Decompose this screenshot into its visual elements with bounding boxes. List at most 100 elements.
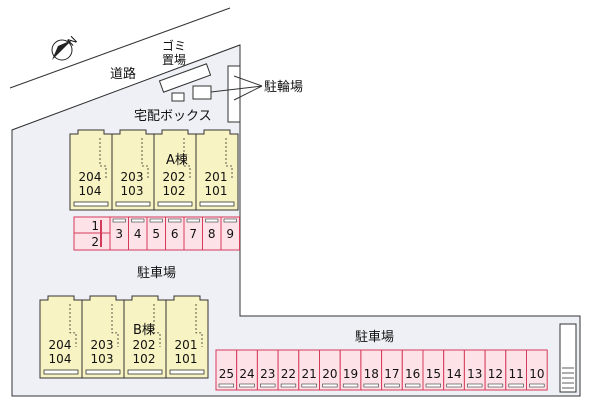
building-a-name: A棟 — [166, 153, 188, 168]
unit-balcony — [43, 369, 79, 375]
unit-divider-dashed — [141, 138, 149, 180]
parking-stall-number: 5 — [152, 227, 160, 241]
parking-stall-number: 23 — [260, 367, 275, 381]
unit-number-upper: 202 — [133, 338, 156, 352]
unit-number-lower: 104 — [49, 352, 72, 366]
unit-number-lower: 101 — [205, 184, 228, 198]
parking-stall-stop — [239, 383, 255, 388]
unit-balcony — [115, 201, 151, 207]
parking-stall-number: 1 — [91, 219, 99, 233]
unit-divider-dashed — [99, 138, 107, 180]
building-b-name: B棟 — [133, 323, 155, 338]
building-unit — [111, 129, 155, 211]
bicycle-pointer-3 — [233, 85, 263, 101]
parking-stall-number: 9 — [226, 227, 234, 241]
parking-stall — [220, 216, 240, 251]
unit-balcony — [157, 201, 193, 207]
unit-divider-dashed — [153, 304, 161, 347]
delivery-box-small — [171, 92, 185, 102]
parking-stall-number: 4 — [134, 227, 142, 241]
unit-number-upper: 203 — [121, 170, 144, 184]
parking-stall-stop — [384, 383, 400, 388]
delivery-box-large — [192, 85, 212, 100]
parking-bottom-label: 駐車場 — [355, 330, 394, 345]
unit-balcony — [169, 369, 205, 375]
parking-stall-number: 25 — [219, 367, 234, 381]
unit-number-lower: 101 — [175, 352, 198, 366]
unit-number-upper: 201 — [175, 338, 198, 352]
parking-stall-number: 14 — [446, 367, 461, 381]
parking-stall-number: 16 — [405, 367, 420, 381]
parking-stall-stop — [131, 218, 145, 223]
parking-stall-number: 21 — [302, 367, 317, 381]
parking-stall-stop — [112, 218, 126, 223]
bicycle-pointer-1 — [233, 75, 263, 87]
building-unit — [165, 295, 209, 379]
parking-center-label: 駐車場 — [137, 266, 176, 281]
road-label: 道路 — [110, 66, 136, 82]
unit-balcony — [127, 369, 163, 375]
unit-number-upper: 202 — [163, 170, 186, 184]
unit-number-lower: 103 — [121, 184, 144, 198]
building-unit — [39, 295, 83, 379]
compass-icon — [51, 39, 73, 61]
building-unit — [81, 295, 125, 379]
garbage-area — [158, 63, 212, 93]
storage-body — [559, 323, 577, 393]
unit-divider-dashed — [111, 304, 119, 347]
parking-stall-stop — [508, 383, 524, 388]
parking-stall-stop — [322, 383, 338, 388]
parking-stall — [526, 349, 548, 391]
garbage-label-line1: ゴミ — [162, 38, 186, 53]
garbage-label-line2: 置場 — [162, 53, 186, 67]
parking-stall-stop — [301, 383, 317, 388]
parking-stall-stop — [260, 383, 276, 388]
parking-stall-number: 11 — [509, 367, 524, 381]
parking-stall-number: 13 — [467, 367, 482, 381]
unit-divider-dashed — [195, 304, 203, 347]
parking-stall-stop — [425, 383, 441, 388]
bicycle-parking-label: 駐輪場 — [264, 79, 303, 95]
unit-number-lower: 103 — [91, 352, 114, 366]
parking-stall-number: 18 — [364, 367, 379, 381]
parking-stall-stop — [186, 218, 200, 223]
parking-stall-stop — [168, 218, 182, 223]
parking-stall-number: 2 — [91, 235, 99, 249]
parking-stall-number: 3 — [115, 227, 123, 241]
unit-balcony — [85, 369, 121, 375]
parking-stall-number: 24 — [239, 367, 254, 381]
unit-number-lower: 102 — [133, 352, 156, 366]
parking-stall-stop — [467, 383, 483, 388]
unit-number-upper: 204 — [79, 170, 102, 184]
bicycle-pointer-2 — [210, 85, 263, 93]
unit-divider-dashed — [225, 138, 233, 180]
parking-stall-number: 17 — [384, 367, 399, 381]
parking-stall-number: 8 — [208, 227, 216, 241]
parking-stall-stop — [280, 383, 297, 388]
parking-stall-number: 22 — [281, 367, 296, 381]
unit-balcony — [73, 201, 109, 207]
parking-stall-number: 15 — [426, 367, 441, 381]
unit-balcony — [199, 201, 235, 207]
road-line-upper — [9, 7, 231, 89]
parking-stall-number: 19 — [343, 367, 358, 381]
parking-stall-stop — [404, 383, 421, 388]
unit-divider-dashed — [69, 304, 77, 347]
unit-number-lower: 104 — [79, 184, 102, 198]
storage-shed — [559, 323, 577, 393]
bicycle-parking-area — [227, 65, 241, 123]
parking-stall-stop — [342, 383, 359, 388]
building-unit — [153, 129, 197, 211]
parking-stall-number: 6 — [171, 227, 179, 241]
building-unit — [123, 295, 167, 379]
parking-stall-stop — [529, 383, 545, 388]
unit-number-upper: 201 — [205, 170, 228, 184]
parking-stall-number: 12 — [488, 367, 503, 381]
parking-stall-number: 10 — [529, 367, 544, 381]
parking-stall-stop — [218, 383, 234, 388]
